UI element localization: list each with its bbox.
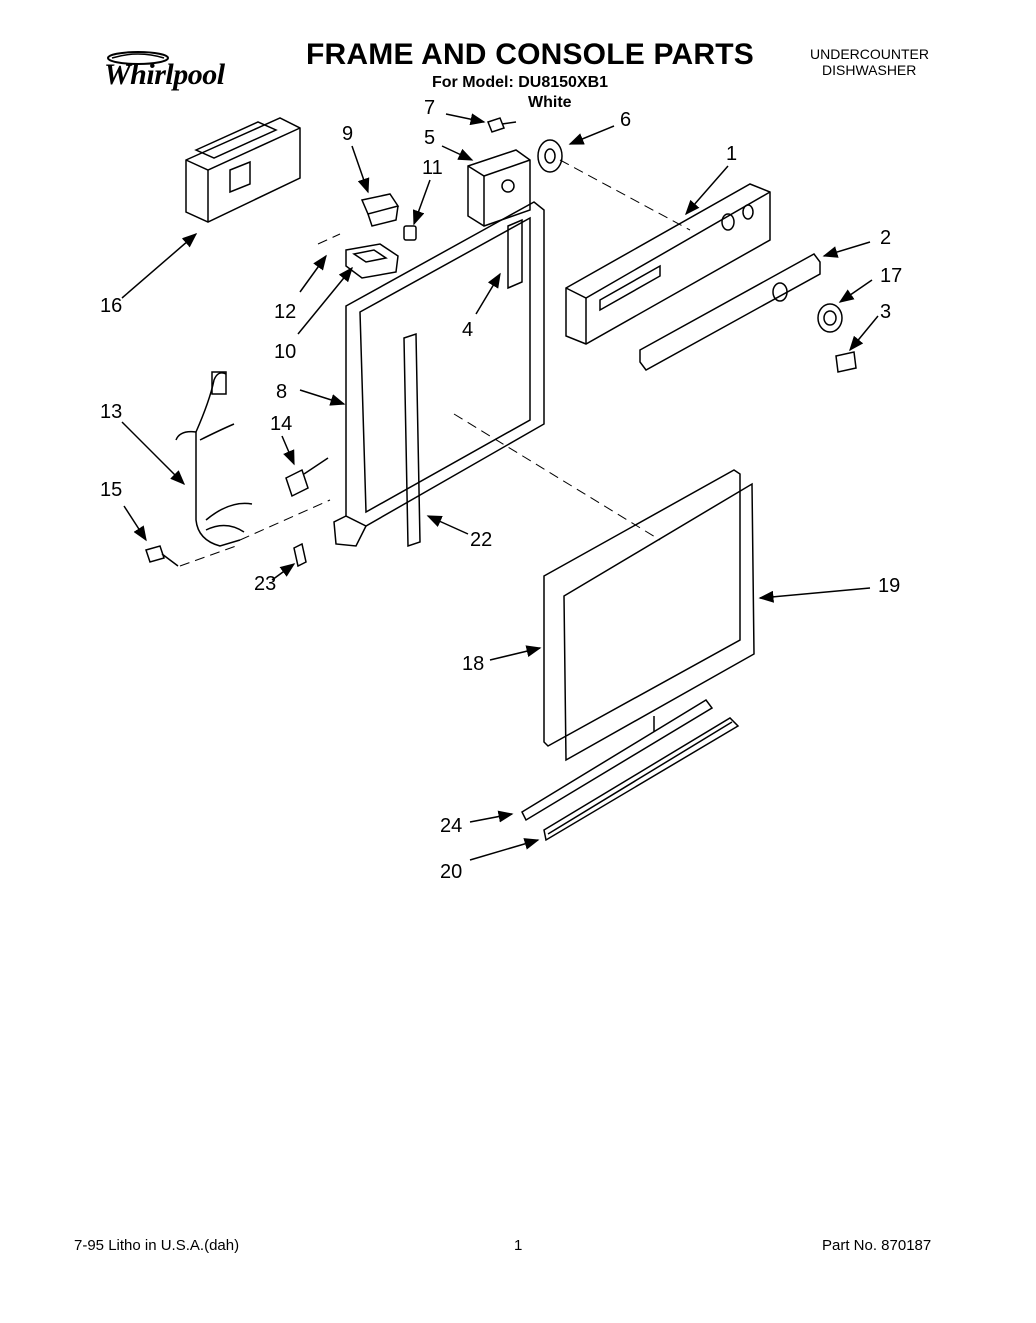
callout-1: 1 (726, 143, 737, 165)
callout-14: 14 (270, 413, 292, 435)
callout-22: 22 (470, 529, 492, 551)
callout-labels: 1 2 3 4 5 6 7 8 9 10 11 12 13 14 15 16 1… (100, 97, 902, 883)
part-6-timer-cam (537, 139, 563, 173)
part-15-screw (145, 545, 179, 567)
brand-name: Whirlpool (104, 58, 225, 91)
part-20-trim (543, 717, 740, 842)
callout-4: 4 (462, 319, 473, 341)
part-1-console (565, 183, 771, 345)
model-line: For Model: DU8150XB1 (432, 74, 609, 91)
part-9-switch (360, 193, 400, 227)
callout-11: 11 (422, 157, 443, 179)
footer-page-number: 1 (514, 1237, 523, 1254)
callout-20: 20 (440, 861, 462, 883)
part-17-knob (817, 303, 843, 333)
assembly-lines (179, 159, 691, 567)
callout-5: 5 (424, 127, 435, 149)
callout-leaders (121, 113, 879, 861)
callout-3: 3 (880, 301, 891, 323)
part-23-clip (293, 542, 307, 568)
part-5-controller (467, 149, 531, 227)
whirlpool-logo (98, 48, 250, 100)
callout-15: 15 (100, 479, 122, 501)
callout-24: 24 (440, 815, 462, 837)
part-22-gasket (403, 332, 421, 548)
part-11-actuator (403, 225, 417, 241)
callout-7: 7 (424, 97, 435, 119)
color-label: White (528, 94, 572, 111)
callout-16: 16 (100, 295, 122, 317)
part-13-wire-harness (175, 371, 253, 547)
callout-17: 17 (880, 265, 902, 287)
callout-23: 23 (254, 573, 276, 595)
part-18-panel-insulation (543, 469, 741, 747)
part-19-door-panel (563, 482, 755, 762)
callout-9: 9 (342, 123, 353, 145)
page-title: FRAME AND CONSOLE PARTS (306, 38, 754, 71)
part-4-latch (507, 218, 523, 290)
part-10-bracket (345, 243, 399, 279)
part-16-housing (185, 117, 301, 223)
callout-12: 12 (274, 301, 296, 323)
callout-19: 19 (878, 575, 900, 597)
footer-part-number: Part No. 870187 (822, 1237, 932, 1254)
callout-13: 13 (100, 401, 122, 423)
part-24-trim (521, 699, 714, 822)
part-14-connector (285, 457, 329, 498)
footer-date-litho: 7-95 Litho in U.S.A.(dah) (74, 1237, 240, 1254)
category-line1: UNDERCOUNTER (810, 46, 929, 62)
category-line2: DISHWASHER (822, 62, 917, 78)
callout-18: 18 (462, 653, 484, 675)
part-8-door-frame (333, 201, 545, 547)
callout-6: 6 (620, 109, 631, 131)
callout-10: 10 (274, 341, 296, 363)
part-3-button (835, 351, 857, 373)
part-2-overlay (639, 253, 821, 371)
callout-8: 8 (276, 381, 287, 403)
callout-2: 2 (880, 227, 891, 249)
part-7-screw (487, 117, 517, 133)
